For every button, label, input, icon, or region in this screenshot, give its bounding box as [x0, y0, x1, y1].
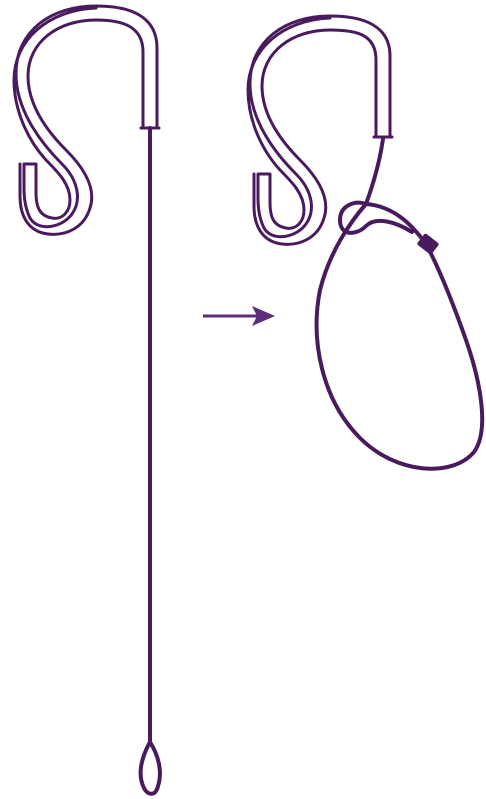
- right-arrow-icon: [203, 306, 275, 326]
- cord-end-loop-icon: [138, 740, 162, 796]
- s-hook-icon: [12, 4, 161, 236]
- right-figure: [246, 14, 485, 471]
- cord-stopper-icon: [417, 233, 439, 255]
- cord-icon: [138, 126, 162, 796]
- looped-cord-icon: [314, 137, 485, 471]
- s-hook-icon: [246, 14, 394, 246]
- left-figure: [12, 4, 162, 796]
